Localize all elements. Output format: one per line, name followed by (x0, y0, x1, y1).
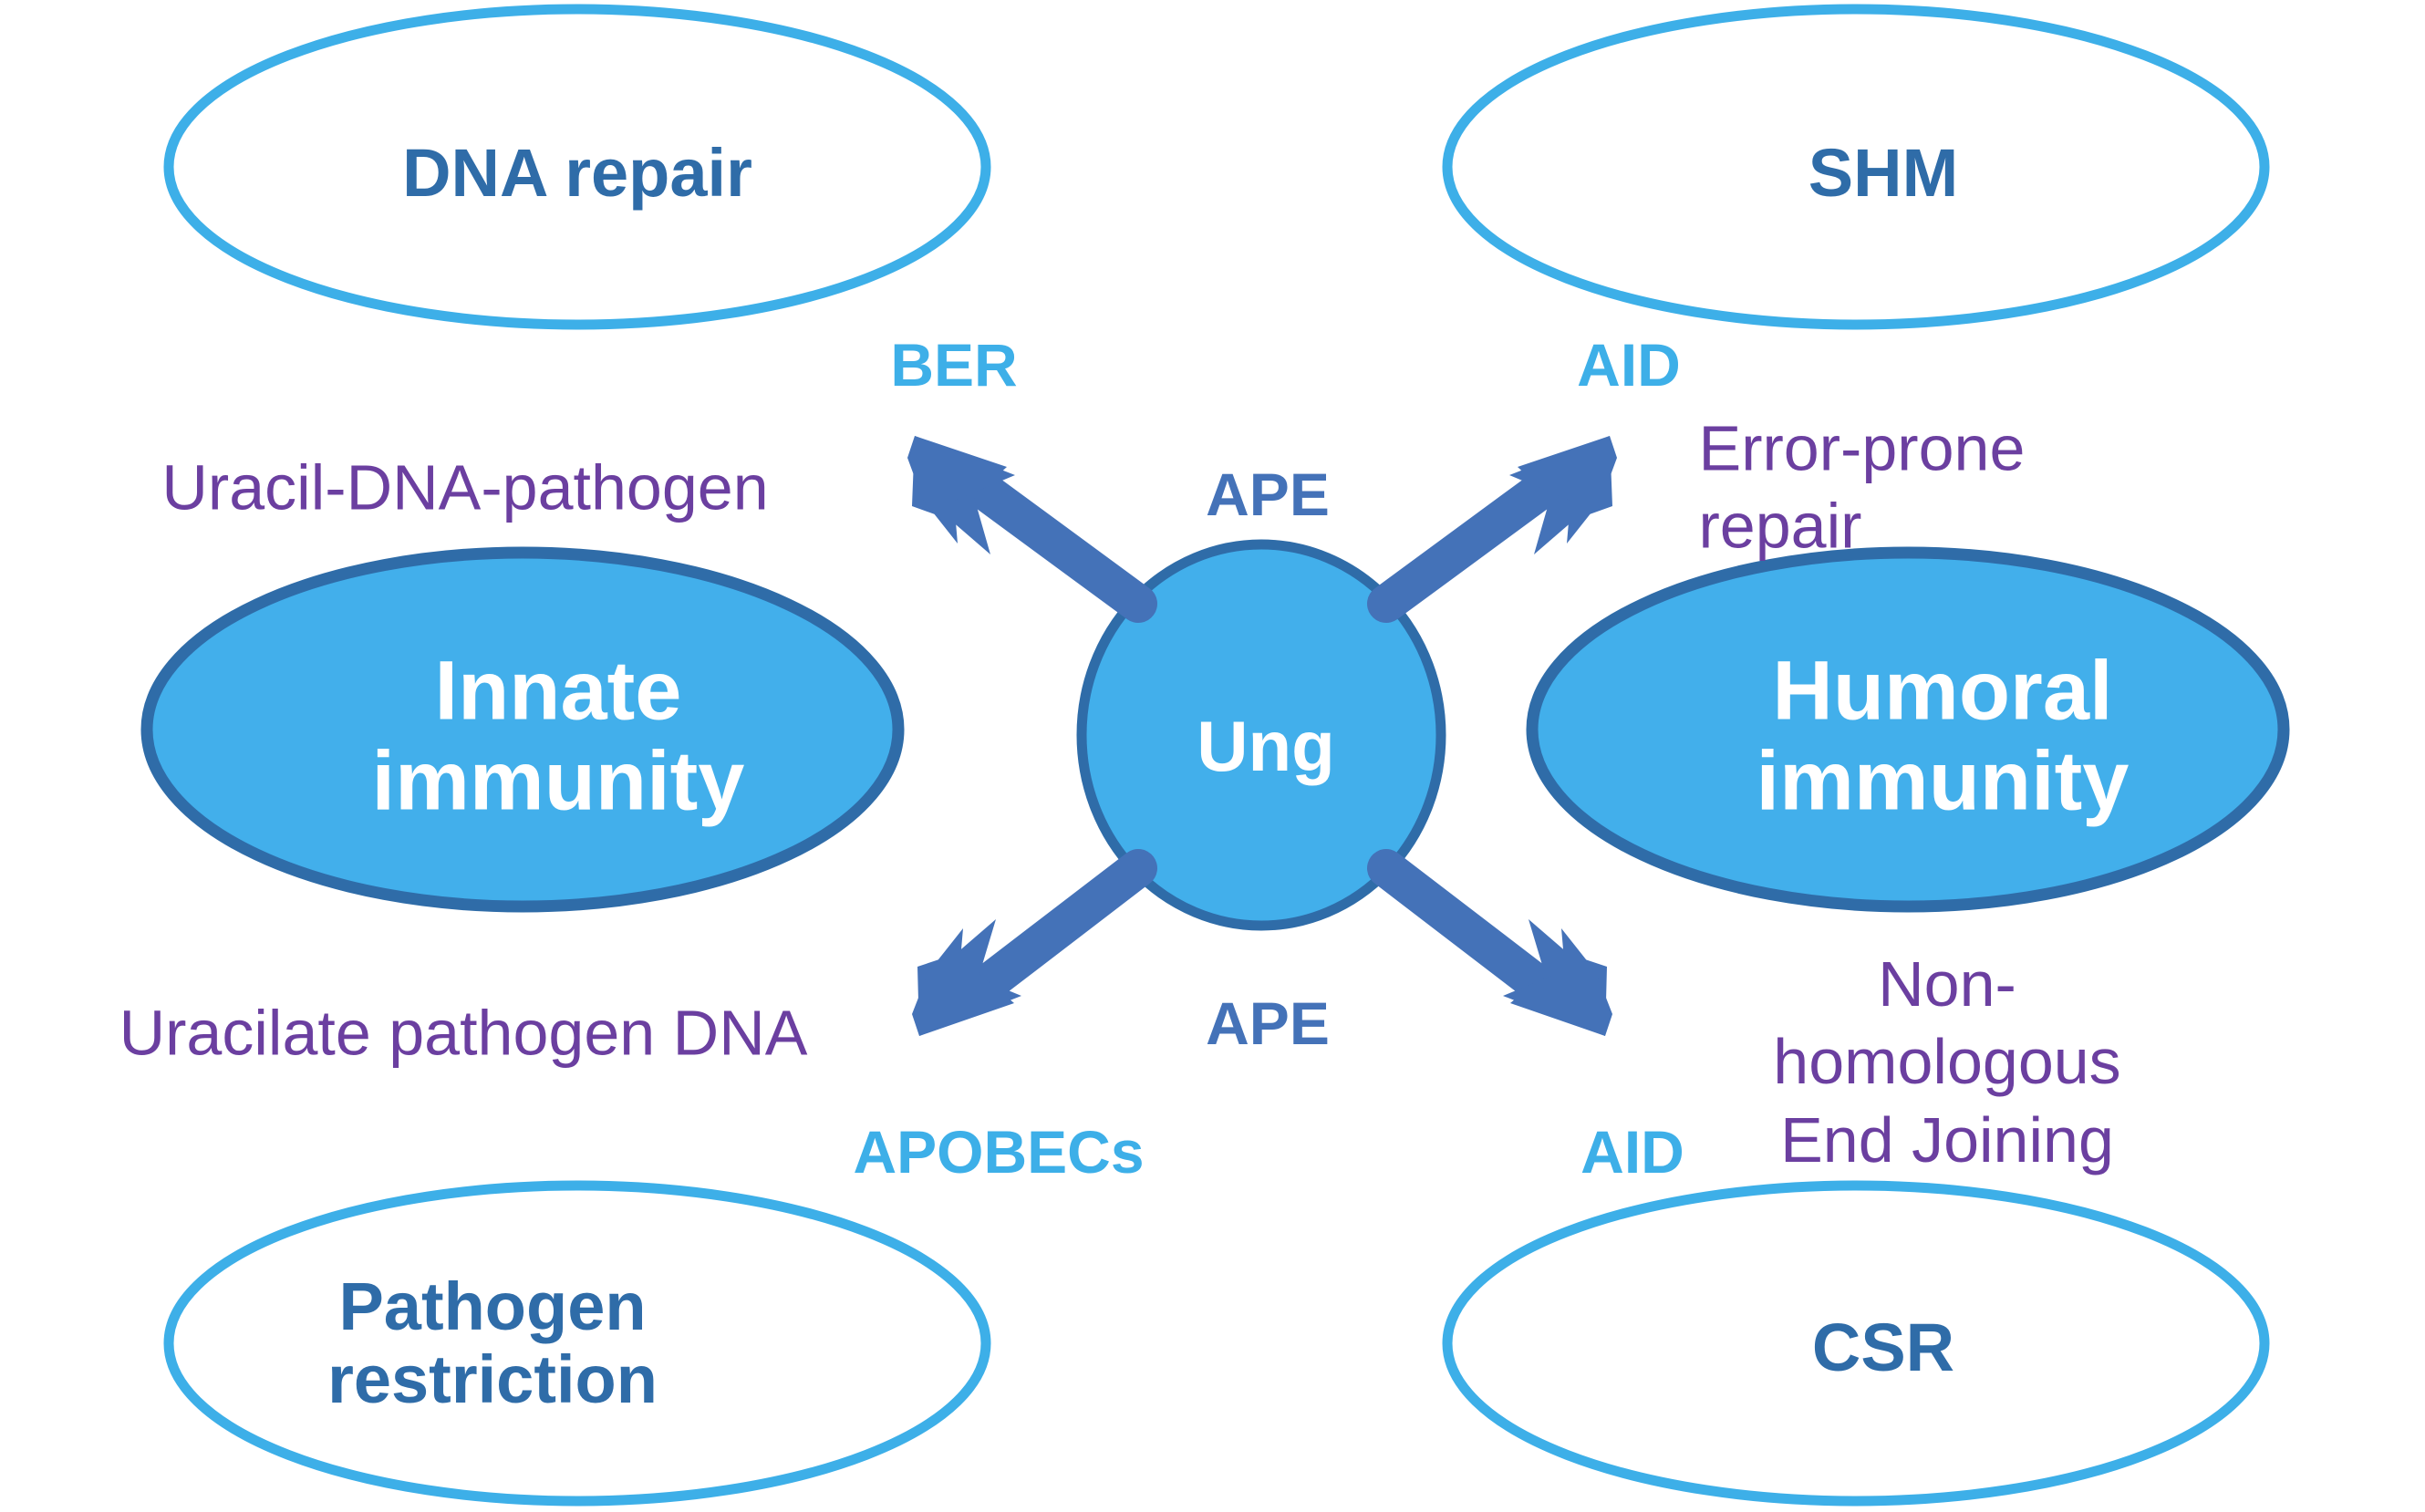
process-label-nhej: Non-homologous End Joining (1773, 948, 2121, 1175)
ape-label-bottom: APE (1206, 989, 1330, 1057)
node-ellipse-innate-immunity[interactable] (140, 546, 905, 913)
node-ellipse-shm[interactable] (1442, 4, 2270, 330)
arrow-up-left (907, 436, 1157, 623)
arrow-down-left (912, 849, 1157, 1036)
node-ellipse-ung[interactable] (1076, 539, 1446, 931)
ape-label-top: APE (1206, 461, 1330, 528)
enzyme-label-apobecs: APOBECs (853, 1118, 1145, 1186)
enzyme-label-aid-top: AID (1577, 331, 1681, 399)
arrow-up-right (1367, 436, 1617, 623)
node-ellipse-csr[interactable] (1442, 1180, 2270, 1507)
process-label-uracilate-pathogen-dna: Uracilate pathogen DNA (119, 997, 808, 1069)
process-label-uracil-dna-pathogen: Uracil-DNA-pathogen (161, 451, 769, 523)
node-ellipse-dna-repair[interactable] (163, 4, 991, 330)
arrow-down-right (1367, 849, 1612, 1036)
enzyme-label-ber: BER (890, 331, 1018, 399)
process-label-error-prone-repair: Error-prone repair (1698, 412, 2026, 562)
node-ellipse-pathogen-restriction[interactable] (163, 1180, 991, 1507)
enzyme-label-aid-bottom: AID (1580, 1118, 1684, 1186)
node-ellipse-humoral-immunity[interactable] (1526, 546, 2290, 913)
